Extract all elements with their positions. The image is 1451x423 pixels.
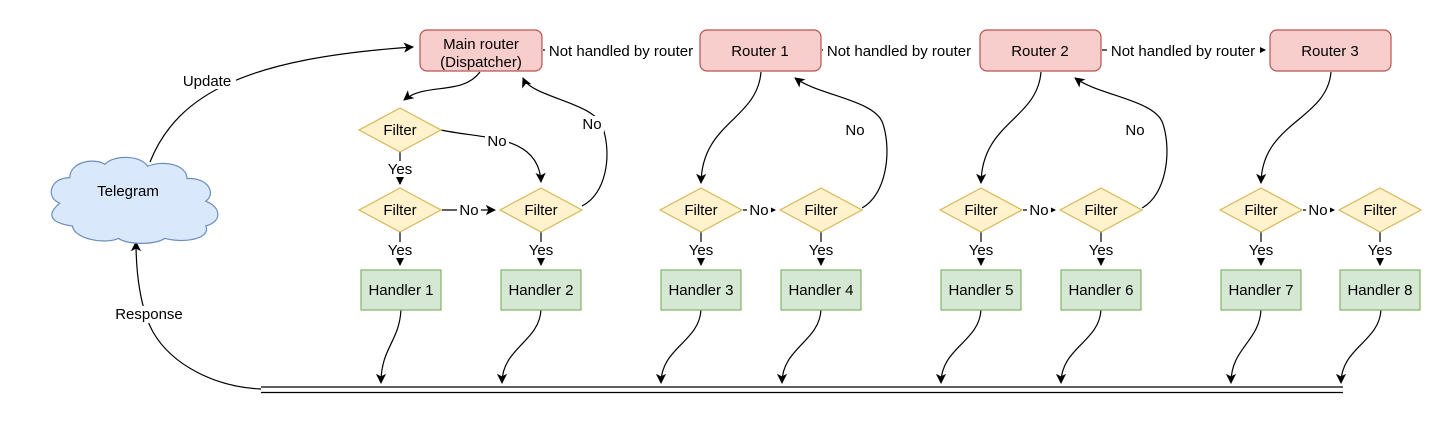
edge-handler2-to-bus	[496, 309, 542, 385]
edge-dispatcher-to-filter1	[403, 71, 481, 101]
no-label-r1-filter1: No	[749, 202, 768, 219]
filter-label-r3-left: Filter	[1244, 202, 1277, 219]
edge-router1-to-filter	[696, 71, 762, 185]
yes-label-h4: Yes	[809, 242, 833, 259]
filter-main-left	[357, 187, 443, 233]
cloud-shape	[50, 156, 219, 244]
filter-label-r2-right: Filter	[1084, 202, 1117, 219]
handler1-node	[360, 269, 442, 311]
no-label-r2-loop: No	[1125, 122, 1144, 139]
label-backgrounds	[111, 43, 1395, 323]
no-label-r3-filter1: No	[1308, 202, 1327, 219]
edge-main-filter3-no-loop	[522, 77, 608, 207]
main-router-label-line1: Main router	[443, 36, 519, 53]
handler4-label: Handler 4	[788, 282, 853, 299]
update-label: Update	[183, 73, 231, 90]
yes-label-h7: Yes	[1249, 242, 1273, 259]
handler5-label: Handler 5	[948, 282, 1013, 299]
edge-handler5-to-bus	[935, 309, 982, 385]
filter-main-right	[498, 187, 584, 233]
edge-handler8-to-bus	[1335, 309, 1382, 385]
handler7-node	[1220, 269, 1302, 311]
handler1-label: Handler 1	[368, 282, 433, 299]
edge-handler1-to-bus	[375, 309, 402, 385]
yes-label-h8: Yes	[1368, 242, 1392, 259]
handler-nodes	[360, 269, 1421, 311]
router-nodes	[419, 29, 1392, 72]
filter-label-r2-left: Filter	[964, 202, 997, 219]
edge-r2-filter2-no-loop	[1074, 77, 1168, 209]
yes-label-h3: Yes	[689, 242, 713, 259]
handler4-node	[780, 269, 862, 311]
filter-r1-right	[778, 187, 864, 233]
no-label-r2-filter1: No	[1029, 202, 1048, 219]
filter-label-r1-right: Filter	[804, 202, 837, 219]
filter-r3-right	[1337, 187, 1423, 233]
filter-r2-right	[1058, 187, 1144, 233]
filter-main-top	[357, 107, 443, 153]
filter-r1-left	[658, 187, 744, 233]
filter-nodes	[357, 107, 1423, 233]
router1-node	[699, 29, 822, 72]
router2-node	[979, 29, 1102, 72]
edges	[130, 42, 1386, 394]
handler2-label: Handler 2	[508, 282, 573, 299]
edge-response	[130, 240, 262, 390]
edge-handler7-to-bus	[1225, 309, 1262, 385]
edge-handler4-to-bus	[776, 309, 822, 385]
handler3-node	[660, 269, 742, 311]
main-router-label-line2: (Dispatcher)	[440, 54, 522, 71]
yes-label-main-top: Yes	[388, 161, 412, 178]
edge-handler3-to-bus	[655, 309, 702, 385]
edge-router2-to-filter	[976, 71, 1042, 185]
labels: Telegram Update Response Main router (Di…	[97, 36, 1412, 323]
no-label-main-loop: No	[582, 116, 601, 133]
edge-update	[149, 42, 415, 163]
yes-label-h1: Yes	[388, 242, 412, 259]
not-handled-label-2: Not handled by router	[827, 43, 971, 60]
yes-label-h2: Yes	[529, 242, 553, 259]
filter-r3-left	[1218, 187, 1304, 233]
handler8-node	[1339, 269, 1421, 311]
filter-r2-left	[938, 187, 1024, 233]
router3-label: Router 3	[1301, 43, 1359, 60]
edge-router3-to-filter	[1256, 71, 1332, 185]
filter-label-main-top: Filter	[383, 122, 416, 139]
filter-label-main-left: Filter	[383, 202, 416, 219]
no-label-r1-loop: No	[845, 122, 864, 139]
yes-label-h5: Yes	[969, 242, 993, 259]
telegram-cloud	[50, 156, 219, 244]
telegram-label: Telegram	[97, 183, 159, 200]
edge-handler6-to-bus	[1055, 309, 1102, 385]
filter-label-r3-right: Filter	[1363, 202, 1396, 219]
yes-label-h6: Yes	[1089, 242, 1113, 259]
filter-label-main-right: Filter	[524, 202, 557, 219]
handler8-label: Handler 8	[1347, 282, 1412, 299]
router3-node	[1269, 29, 1392, 72]
not-handled-label-3: Not handled by router	[1111, 43, 1255, 60]
edge-r1-filter2-no-loop	[794, 77, 888, 209]
handler3-label: Handler 3	[668, 282, 733, 299]
response-label: Response	[115, 306, 183, 323]
handler6-label: Handler 6	[1068, 282, 1133, 299]
filter-label-r1-left: Filter	[684, 202, 717, 219]
handler6-node	[1060, 269, 1142, 311]
no-label-main-filter1: No	[487, 133, 506, 150]
router2-label: Router 2	[1011, 43, 1069, 60]
handler7-label: Handler 7	[1228, 282, 1293, 299]
handler5-node	[940, 269, 1022, 311]
router1-label: Router 1	[731, 43, 789, 60]
handler2-node	[500, 269, 582, 311]
no-label-main-filter2: No	[459, 202, 478, 219]
main-router-node	[419, 29, 543, 72]
not-handled-label-1: Not handled by router	[549, 43, 693, 60]
